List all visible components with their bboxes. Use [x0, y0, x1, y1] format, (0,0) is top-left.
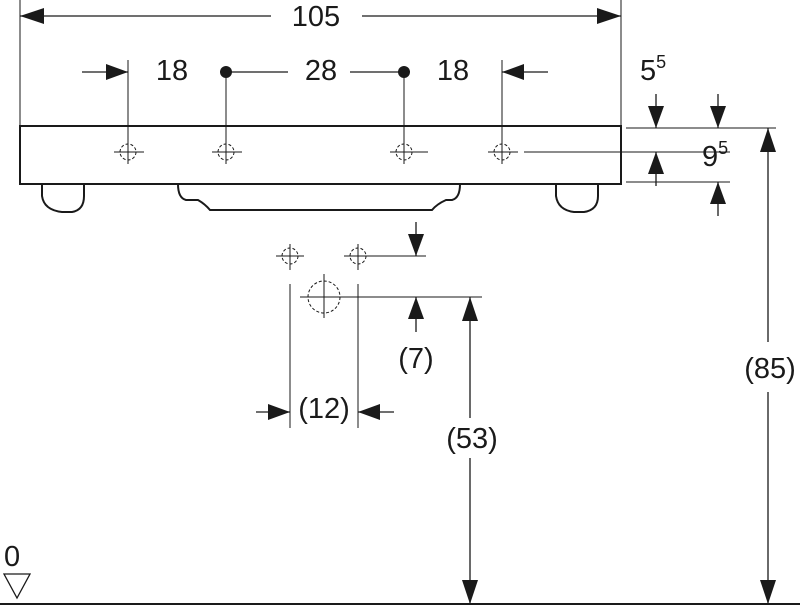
drain-area: (7) (12) (53): [256, 222, 498, 604]
right-gap-label: 18: [437, 55, 469, 87]
top-offset-label: 55: [640, 52, 666, 87]
left-gap-label: 18: [156, 55, 188, 87]
fixing-point-right: [344, 244, 426, 270]
drain-width-label: (12): [298, 393, 350, 425]
tap-hole-1: [114, 140, 144, 164]
hole-spacing-dimension: 18 28 18: [82, 55, 548, 158]
tap-hole-3: [390, 140, 428, 164]
basin-body: [19, 125, 622, 213]
tap-hole-4: [488, 140, 518, 164]
total-height-label: (85): [744, 353, 796, 385]
tap-hole-2: [212, 140, 242, 164]
rim-height-label: 95: [702, 138, 728, 173]
drain-offset-label: (7): [398, 343, 433, 375]
fixing-point-left: [276, 244, 304, 270]
floor-level-label: 0: [4, 541, 20, 573]
overall-width-dimension: 105: [19, 0, 622, 126]
drain-height-label: (53): [446, 423, 498, 455]
rim-dimensions: 55 95: [524, 52, 776, 216]
overall-width-label: 105: [292, 1, 340, 33]
center-gap-label: 28: [305, 55, 337, 87]
drain-outlet: [300, 274, 482, 318]
total-height-dimension: (85): [744, 128, 796, 604]
floor-level: 0: [0, 541, 800, 605]
